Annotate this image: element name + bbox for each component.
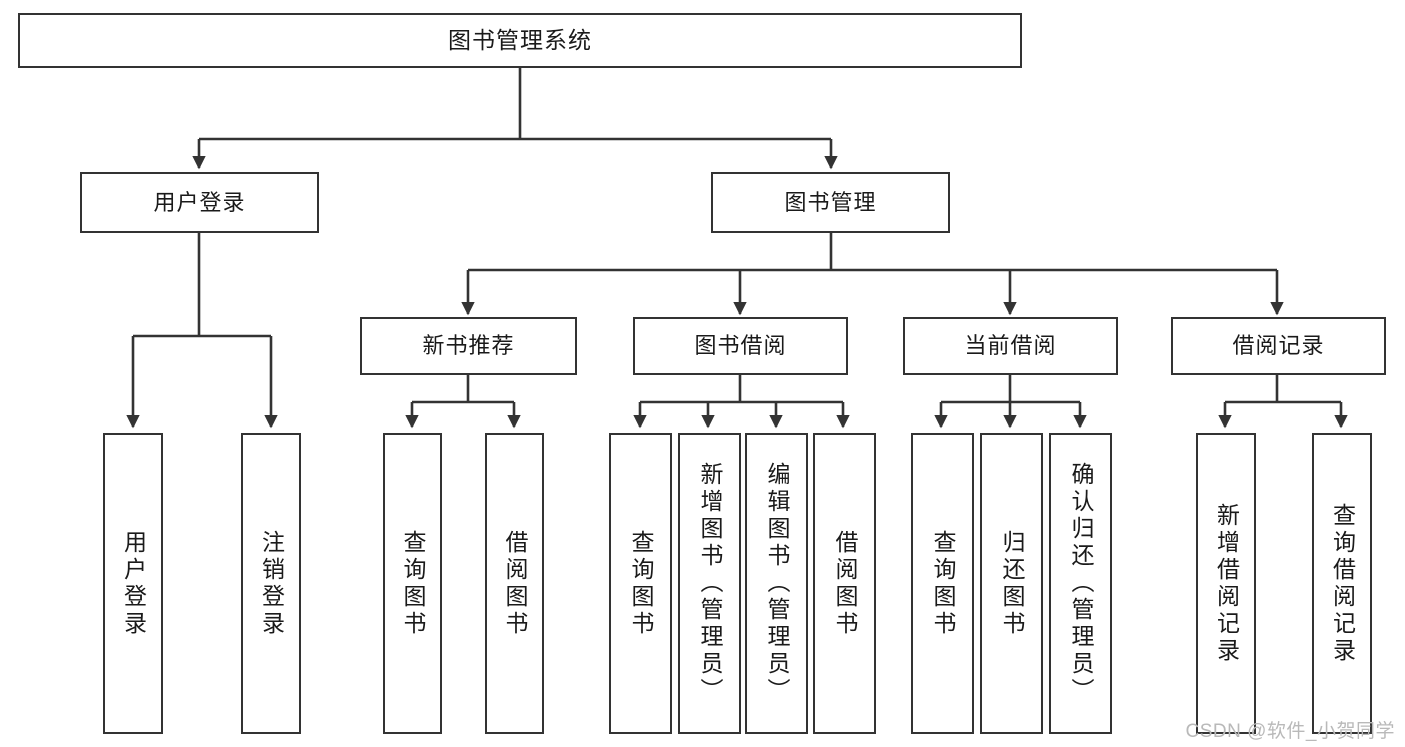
leaf-cb-query-book[interactable]: 查询图书 — [911, 433, 974, 734]
leaf-nb-borrow-book[interactable]: 借阅图书 — [485, 433, 544, 734]
node-label: 借阅记录 — [1232, 333, 1325, 359]
node-label: 图书借阅 — [694, 333, 787, 359]
node-label: 图书管理 — [784, 189, 877, 215]
node-label: 当前借阅 — [964, 333, 1057, 359]
leaf-cb-confirm-return-admin[interactable]: 确认归还（管理员） — [1049, 433, 1112, 734]
node-label: 借阅图书 — [832, 529, 858, 638]
node-label: 查询图书 — [400, 529, 426, 638]
node-label: 新书推荐 — [422, 333, 515, 359]
node-user-login[interactable]: 用户登录 — [80, 172, 319, 233]
leaf-bb-query-book[interactable]: 查询图书 — [609, 433, 672, 734]
leaf-user-login[interactable]: 用户登录 — [103, 433, 163, 734]
node-label: 用户登录 — [153, 189, 246, 215]
node-label: 查询图书 — [930, 529, 956, 638]
leaf-bb-add-book-admin[interactable]: 新增图书（管理员） — [678, 433, 741, 734]
node-label: 用户登录 — [120, 529, 147, 638]
leaf-logout[interactable]: 注销登录 — [241, 433, 301, 734]
csdn-watermark: CSDN @软件_小贺同学 — [1185, 721, 1395, 742]
node-label: 编辑图书（管理员） — [764, 462, 790, 705]
node-label: 图书管理系统 — [448, 27, 592, 54]
node-label: 查询图书 — [628, 529, 654, 638]
leaf-br-add-record[interactable]: 新增借阅记录 — [1196, 433, 1256, 734]
node-label: 归还图书 — [999, 529, 1025, 638]
node-book-management[interactable]: 图书管理 — [711, 172, 950, 233]
node-label: 新增图书（管理员） — [697, 462, 723, 705]
node-label: 查询借阅记录 — [1329, 502, 1356, 665]
leaf-br-query-record[interactable]: 查询借阅记录 — [1312, 433, 1372, 734]
node-root-library-system[interactable]: 图书管理系统 — [18, 13, 1022, 68]
node-new-book-recommend[interactable]: 新书推荐 — [360, 317, 577, 375]
leaf-cb-return-book[interactable]: 归还图书 — [980, 433, 1043, 734]
node-label: 注销登录 — [258, 529, 285, 638]
leaf-bb-edit-book-admin[interactable]: 编辑图书（管理员） — [745, 433, 808, 734]
node-book-borrow[interactable]: 图书借阅 — [633, 317, 848, 375]
node-label: 确认归还（管理员） — [1068, 462, 1094, 705]
node-label: 新增借阅记录 — [1213, 502, 1240, 665]
node-current-borrow[interactable]: 当前借阅 — [903, 317, 1118, 375]
node-borrow-record[interactable]: 借阅记录 — [1171, 317, 1386, 375]
node-label: 借阅图书 — [502, 529, 528, 638]
leaf-nb-query-book[interactable]: 查询图书 — [383, 433, 442, 734]
leaf-bb-borrow-book[interactable]: 借阅图书 — [813, 433, 876, 734]
